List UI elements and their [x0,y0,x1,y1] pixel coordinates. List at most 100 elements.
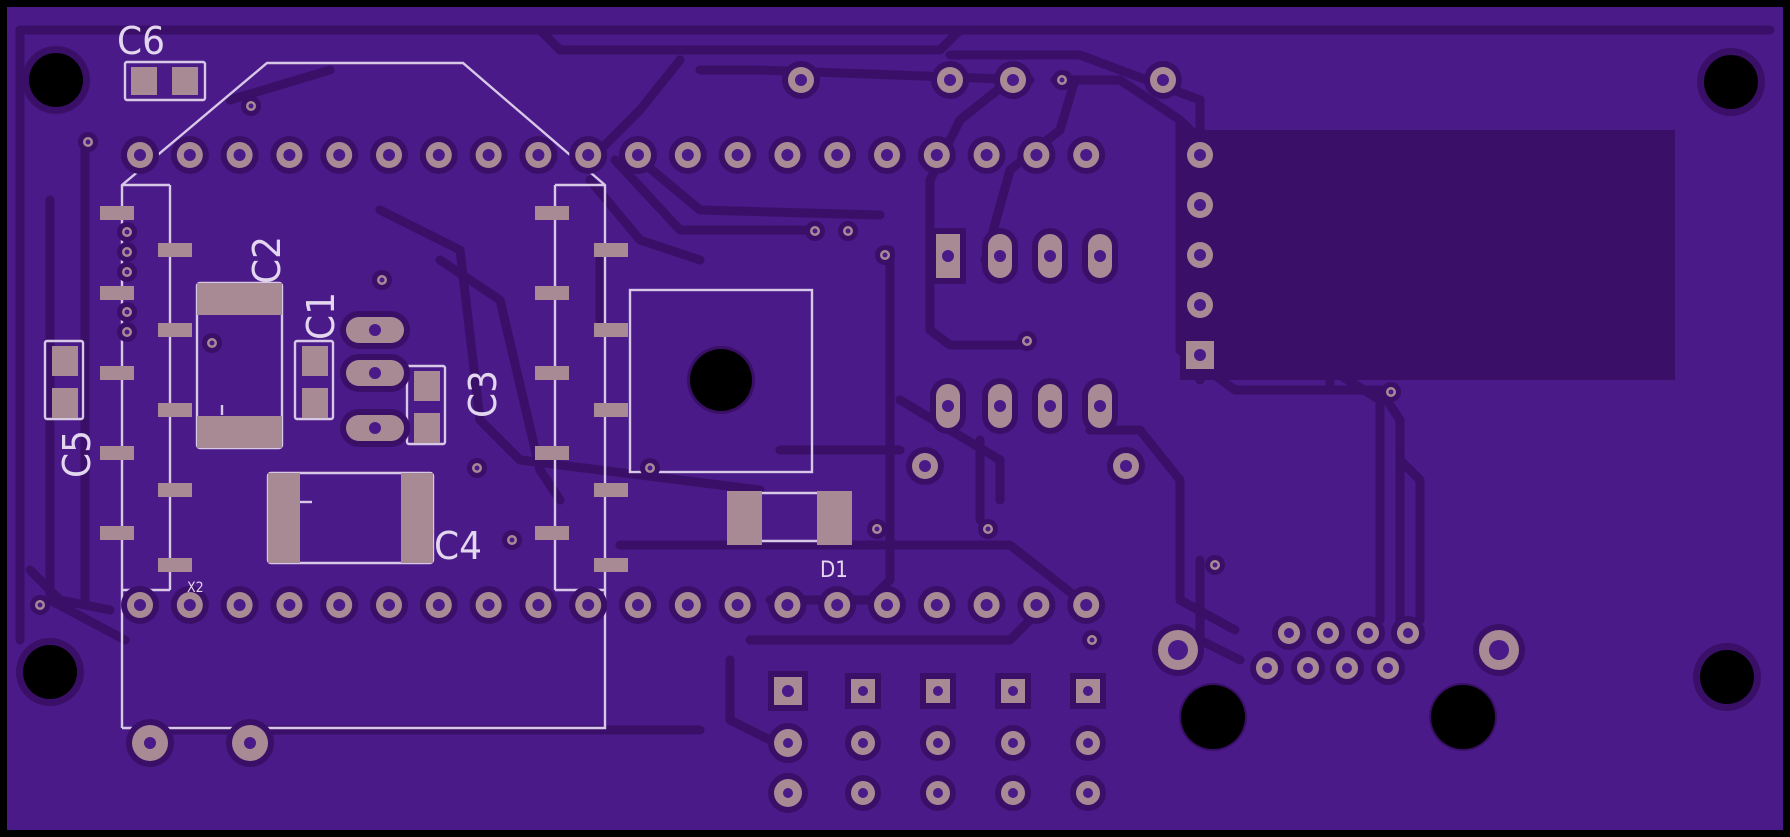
smd-pad [594,483,628,497]
component-pads [30,61,1525,813]
smd-pad [727,491,762,545]
smd-pad [594,403,628,417]
drill-hole [1323,628,1333,638]
drill-hole [233,599,246,611]
label-x2: X2 [187,580,204,596]
drill-hole [582,599,595,611]
via-hole [124,329,130,335]
drill-hole [383,149,395,161]
smd-pad [197,283,282,315]
smd-pad [197,416,282,448]
drill-hole [930,599,943,611]
via-hole [379,277,385,283]
drill-hole [1168,640,1188,660]
drill-hole [1080,599,1093,611]
smd-pad [100,206,134,220]
smd-pad [158,243,192,257]
drill-hole [134,599,146,611]
copper-pour [1180,130,1675,380]
drill-hole [944,74,956,86]
drill-hole [1194,149,1206,161]
drill-hole [532,149,545,161]
drill-hole [731,599,744,611]
smd-pad [817,491,852,545]
drill-hole [1094,250,1106,262]
drill-hole [1303,663,1313,673]
smd-pad [158,403,192,417]
drill-hole [369,324,381,336]
drill-hole [333,599,346,611]
drill-hole [942,250,954,262]
drill-hole [1008,738,1018,748]
drill-hole [681,149,694,161]
drill-hole [333,149,346,161]
via-hole [1059,77,1065,83]
via-hole [124,309,130,315]
smd-pad [52,346,78,376]
drill-hole [1083,738,1093,748]
drill-hole [482,149,495,161]
drill-hole [782,685,794,697]
via-hole [1024,338,1030,344]
drill-hole [933,788,943,798]
label-c3: C3 [461,370,505,418]
smd-pad [535,206,569,220]
drill-hole [942,400,954,412]
reference-labels: C6 C2 C1 C3 C5 C4 D1 X2 [55,19,848,596]
drill-hole [1194,349,1206,361]
smd-pad [535,526,569,540]
drill-hole [369,422,381,434]
drill-hole [1094,400,1106,412]
drill-hole [1194,249,1206,261]
smd-pad [535,286,569,300]
drill-hole [994,400,1006,412]
drill-hole [781,599,794,611]
drill-hole [783,738,793,748]
drill-hole [795,74,807,86]
via-hole [248,103,254,109]
drill-hole [432,599,445,611]
via-hole [85,139,91,145]
via-hole [1089,637,1095,643]
drill-hole [1030,149,1043,161]
smd-pad [594,558,628,572]
via-hole [812,228,818,234]
drill-hole [980,149,993,161]
mounting-holes [16,46,1765,751]
drill-hole [532,599,545,611]
via-hole [1212,562,1218,568]
smd-pad [414,413,440,443]
smd-pad [535,366,569,380]
drill-hole [1383,663,1393,673]
drill-hole [582,149,595,161]
drill-hole [1030,599,1043,611]
drill-hole [783,788,793,798]
drill-hole [858,788,868,798]
smd-pad [100,366,134,380]
smd-pad [100,446,134,460]
drill-hole [1008,686,1018,696]
smd-pad [100,286,134,300]
drill-hole [632,149,644,161]
smd-pad [302,388,328,418]
label-c2: C2 [245,236,289,284]
drill-hole [919,460,931,472]
drill-hole [144,737,156,749]
via-hole [509,537,515,543]
drill-hole [858,686,868,696]
drill-hole [1194,199,1206,211]
drill-hole [980,599,993,611]
drill-hole [244,737,256,749]
drill-hole [1083,788,1093,798]
drill-hole [930,149,943,161]
label-c1: C1 [299,292,343,340]
drill-hole [1007,74,1019,86]
drill-hole [1262,663,1272,673]
drill-hole [881,149,893,161]
smd-pad [594,323,628,337]
smd-pad [268,473,300,563]
drill-hole [1120,460,1132,472]
drill-hole [731,149,744,161]
label-c6: C6 [117,19,165,63]
